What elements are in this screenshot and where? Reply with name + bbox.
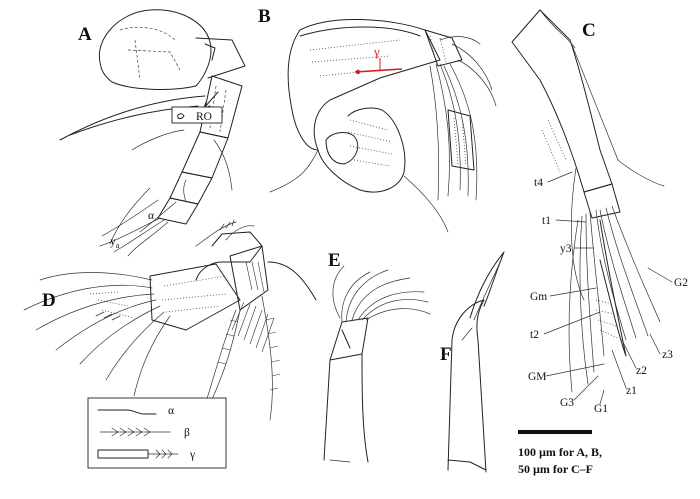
panel-label-e: E <box>328 250 341 271</box>
legend-label-beta: β <box>184 427 190 439</box>
label-ya: ya <box>110 236 120 250</box>
panel-a-drawing <box>59 9 246 257</box>
panel-label-b: B <box>258 6 271 27</box>
panel-b-drawing <box>269 19 497 233</box>
panel-e-drawing <box>323 265 431 463</box>
legend-alpha-glyph <box>97 409 157 415</box>
label-g1: G1 <box>594 403 608 415</box>
label-t4: t4 <box>534 177 543 189</box>
panel-c-drawing <box>511 9 665 393</box>
label-ro: RO <box>196 111 212 123</box>
label-gm-upper: GM <box>528 371 547 383</box>
legend-label-alpha: α <box>168 405 174 417</box>
label-alpha-a: α <box>148 210 154 222</box>
label-gamma-b: γ <box>373 44 380 59</box>
label-g2: G2 <box>674 277 688 289</box>
panel-c-leaders <box>543 171 673 405</box>
legend-beta-glyph <box>99 427 171 437</box>
panel-label-f: F <box>440 344 452 365</box>
scale-bar-line <box>518 430 592 434</box>
panel-label-d: D <box>42 290 56 311</box>
label-z1: z1 <box>626 385 637 397</box>
label-t2: t2 <box>530 329 539 341</box>
panel-label-a: A <box>78 24 92 45</box>
label-g3: G3 <box>560 397 574 409</box>
scale-bar-caption-1: 100 µm for A, B, <box>518 445 602 459</box>
seta-type-legend <box>87 397 227 469</box>
label-z3: z3 <box>662 349 673 361</box>
scale-bar <box>518 430 592 434</box>
legend-gamma-glyph <box>97 449 149 459</box>
panel-f-drawing <box>447 251 505 473</box>
label-y3: y3 <box>560 243 572 255</box>
panel-label-c: C <box>582 20 596 41</box>
scale-bar-caption-2: 50 µm for C–F <box>518 462 593 476</box>
label-t1: t1 <box>542 215 551 227</box>
panel-d-drawing <box>23 219 317 421</box>
label-gm-lower: Gm <box>530 291 547 303</box>
label-z2: z2 <box>636 365 647 377</box>
legend-label-gamma: γ <box>189 449 195 461</box>
